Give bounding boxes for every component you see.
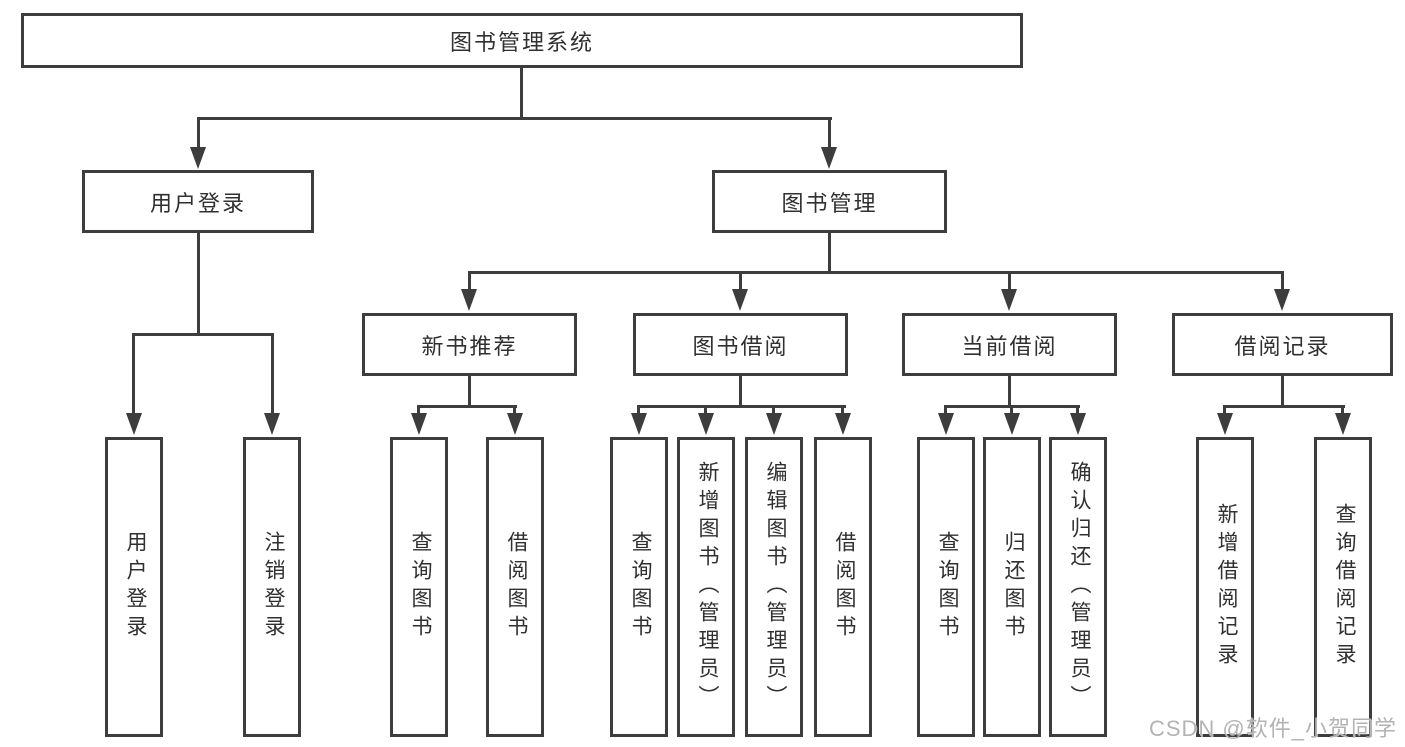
leaf-borrow-books-recommend: 借阅图书 xyxy=(486,437,544,737)
arrowhead-down-icon xyxy=(190,147,206,169)
connector-line xyxy=(841,405,844,416)
connector-line xyxy=(944,405,947,416)
connector-line xyxy=(1008,376,1011,407)
connector-line xyxy=(513,405,516,416)
leaf-query-books-recommend: 查询图书 xyxy=(390,437,448,737)
connector-line xyxy=(197,233,200,335)
connector-line xyxy=(1281,376,1284,407)
arrowhead-down-icon xyxy=(821,147,837,169)
connector-line xyxy=(271,333,274,415)
leaf-borrow-books: 借阅图书 xyxy=(814,437,872,737)
leaf-add-book-admin: 新增图书（管理员） xyxy=(677,437,735,737)
arrowhead-down-icon xyxy=(126,413,142,435)
arrowhead-down-icon xyxy=(1070,413,1086,435)
arrowhead-down-icon xyxy=(264,413,280,435)
arrowhead-down-icon xyxy=(698,413,714,435)
connector-line xyxy=(1008,271,1011,291)
connector-line xyxy=(828,117,831,149)
connector-line xyxy=(417,405,517,408)
connector-line xyxy=(637,405,640,416)
arrowhead-down-icon xyxy=(1274,289,1290,311)
connector-line xyxy=(132,333,274,336)
connector-line xyxy=(828,233,831,273)
arrowhead-down-icon xyxy=(1217,413,1233,435)
node-user-login: 用户登录 xyxy=(82,170,314,233)
leaf-user-login: 用户登录 xyxy=(105,437,163,737)
node-new-book-recommend: 新书推荐 xyxy=(362,313,577,376)
csdn-watermark: CSDN @软件_小贺同学 xyxy=(1148,716,1397,741)
connector-line xyxy=(637,405,846,408)
arrowhead-down-icon xyxy=(1004,413,1020,435)
node-library-management-system: 图书管理系统 xyxy=(21,13,1023,68)
connector-line xyxy=(197,117,832,120)
connector-line xyxy=(417,405,420,416)
leaf-query-books-borrow: 查询图书 xyxy=(610,437,668,737)
connector-line xyxy=(1010,405,1013,416)
connector-line xyxy=(1341,405,1344,416)
leaf-confirm-return-admin: 确认归还（管理员） xyxy=(1049,437,1107,737)
connector-line xyxy=(1281,271,1284,291)
connector-line xyxy=(468,271,1284,274)
connector-line xyxy=(468,376,471,407)
node-book-borrow: 图书借阅 xyxy=(633,313,848,376)
connector-line xyxy=(132,333,135,415)
arrowhead-down-icon xyxy=(411,413,427,435)
node-borrow-records: 借阅记录 xyxy=(1172,313,1393,376)
connector-line xyxy=(739,271,742,291)
leaf-return-book: 归还图书 xyxy=(983,437,1041,737)
leaf-query-books-current: 查询图书 xyxy=(917,437,975,737)
connector-line xyxy=(1223,405,1226,416)
node-book-management: 图书管理 xyxy=(712,170,947,233)
connector-line xyxy=(468,271,471,291)
leaf-edit-book-admin: 编辑图书（管理员） xyxy=(745,437,803,737)
connector-line xyxy=(704,405,707,416)
leaf-logout: 注销登录 xyxy=(243,437,301,737)
arrowhead-down-icon xyxy=(1335,413,1351,435)
connector-line xyxy=(1076,405,1079,416)
connector-line xyxy=(1223,405,1345,408)
connector-line xyxy=(772,405,775,416)
arrowhead-down-icon xyxy=(766,413,782,435)
arrowhead-down-icon xyxy=(732,289,748,311)
leaf-add-borrow-record: 新增借阅记录 xyxy=(1196,437,1254,737)
arrowhead-down-icon xyxy=(835,413,851,435)
node-current-borrow: 当前借阅 xyxy=(902,313,1117,376)
connector-line xyxy=(739,376,742,407)
arrowhead-down-icon xyxy=(461,289,477,311)
arrowhead-down-icon xyxy=(938,413,954,435)
arrowhead-down-icon xyxy=(631,413,647,435)
leaf-query-borrow-record: 查询借阅记录 xyxy=(1314,437,1372,737)
arrowhead-down-icon xyxy=(507,413,523,435)
connector-line xyxy=(197,117,200,149)
arrowhead-down-icon xyxy=(1001,289,1017,311)
connector-line xyxy=(520,68,523,118)
